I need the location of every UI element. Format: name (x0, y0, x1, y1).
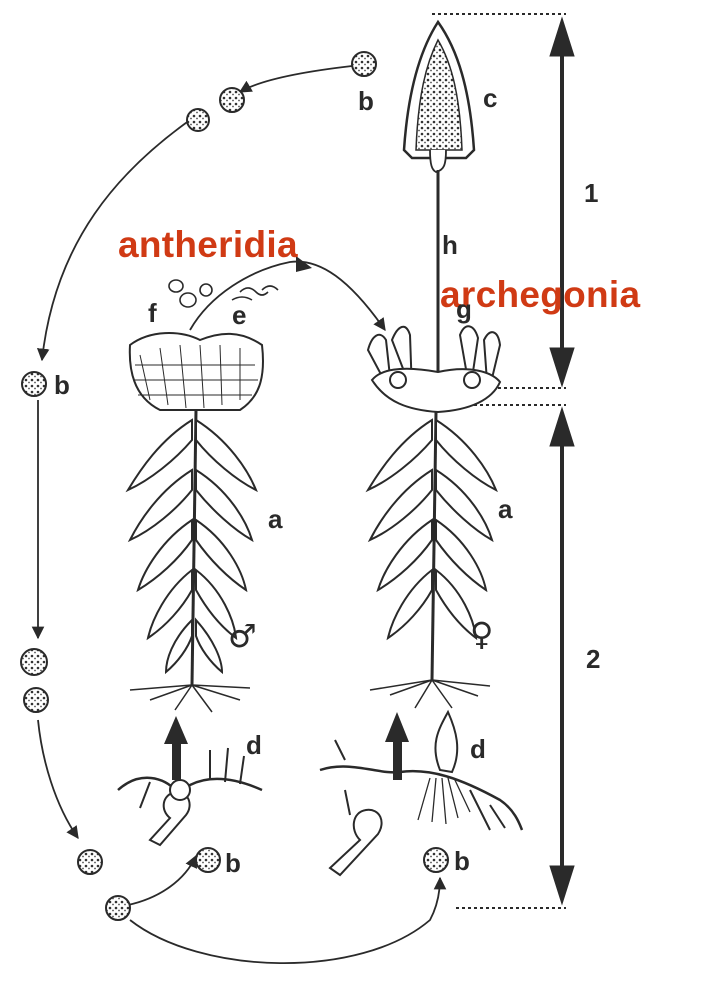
female-gametophyte (320, 326, 522, 830)
spores (21, 52, 448, 920)
label-c-capsule: c (483, 85, 497, 111)
label-a-male: a (268, 506, 282, 532)
label-b-spore-bottom-left: b (225, 850, 241, 876)
sperm-cells (169, 280, 278, 307)
label-a-female: a (498, 496, 512, 522)
antheridia-label: antheridia (118, 226, 298, 263)
label-h-seta: h (442, 232, 458, 258)
male-gametophyte (118, 333, 263, 808)
male-symbol: ♂ (228, 620, 257, 652)
label-g-archegonium: g (456, 296, 472, 322)
label-b-spore-left: b (54, 372, 70, 398)
phase-1-label: 1 (584, 180, 598, 206)
label-d-female-protonema: d (470, 736, 486, 762)
label-b-spore-bottom-right: b (454, 848, 470, 874)
label-f-sperm: f (148, 300, 157, 326)
female-symbol: ♀ (470, 618, 493, 650)
phase-2-label: 2 (586, 646, 600, 672)
label-e-sperm: e (232, 302, 246, 328)
label-b-spore-top: b (358, 88, 374, 114)
label-d-male-protonema: d (246, 732, 262, 758)
